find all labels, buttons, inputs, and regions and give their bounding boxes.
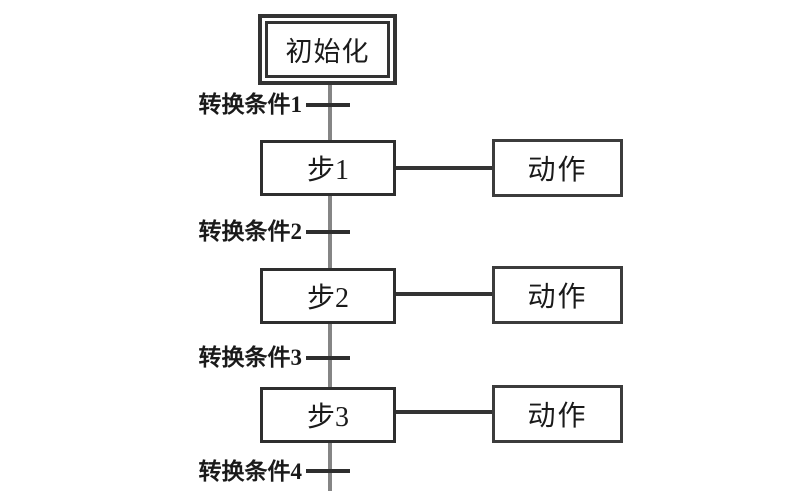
action-label-2: 动作 [527,282,588,313]
connector-line-2 [395,292,493,296]
action-box-3: 动作 [492,385,623,443]
transition-label-3: 转换条件3 [198,345,303,370]
step-box-3: 步3 [260,387,396,443]
action-label-1: 动作 [527,155,588,186]
transition-tick-1 [306,103,350,107]
initial-step-inner-border: 初始化 [265,21,390,78]
action-box-2: 动作 [492,266,623,324]
step-label-1: 步1 [306,155,349,186]
step-label-2: 步2 [306,283,349,314]
connector-line-1 [395,166,493,170]
transition-tick-4 [306,469,350,473]
step-box-2: 步2 [260,268,396,324]
action-label-3: 动作 [527,401,588,432]
transition-label-4: 转换条件4 [198,459,303,484]
transition-label-2: 转换条件2 [198,219,303,244]
initial-step-label: 初始化 [285,37,370,67]
transition-tick-3 [306,356,350,360]
action-box-1: 动作 [492,139,623,197]
connector-line-3 [395,410,493,414]
step-box-1: 步1 [260,140,396,196]
transition-label-1: 转换条件1 [198,92,303,117]
step-label-3: 步3 [306,402,349,433]
initial-step-box: 初始化 [258,14,397,85]
transition-tick-2 [306,230,350,234]
